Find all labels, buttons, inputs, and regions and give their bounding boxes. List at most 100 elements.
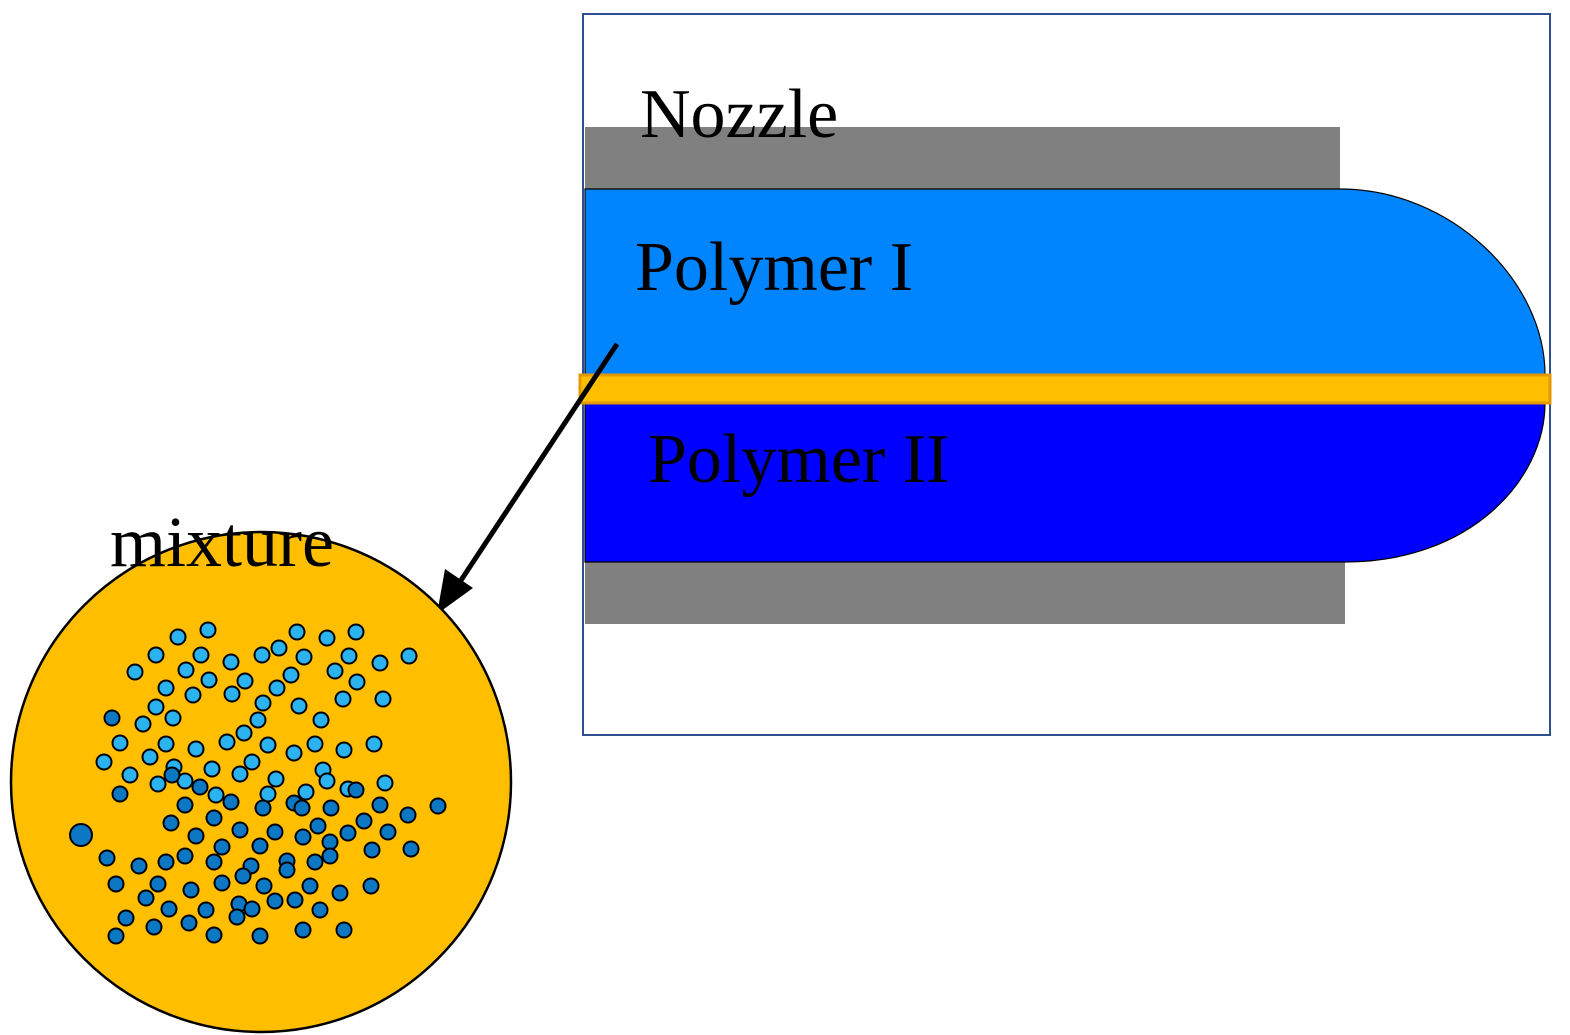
particle-dot [347,623,365,641]
particle-dot [295,648,313,666]
particle-dot [163,766,181,784]
particle-dot [243,753,261,771]
particle-dot [147,646,165,664]
particle-dot [205,853,223,871]
particle-dot [318,629,336,647]
particle-dot [331,884,349,902]
particle-dot [294,828,312,846]
particle-dot [294,921,312,939]
particle-dot [228,908,246,926]
particle-dot [177,661,195,679]
particle-dot [321,847,339,865]
particle-dot [286,891,304,909]
particle-dot [145,918,163,936]
particle-dot [399,806,417,824]
particle-dot [326,662,344,680]
particle-dot [149,875,167,893]
nozzle-bottom-wall [585,562,1345,624]
particle-dot [147,698,165,716]
interface-layer [578,373,1552,405]
particle-dot [429,797,447,815]
particle-dot [322,799,340,817]
particle-dot [180,914,198,932]
particle-dot [231,765,249,783]
particle-dot [236,672,254,690]
particle-dot [348,673,366,691]
particle-dot [160,900,178,918]
particle-dot [379,823,397,841]
mixture-circle [9,530,513,1034]
particle-dot [334,690,352,708]
particle-dot [222,793,240,811]
particle-dot [137,889,155,907]
particle-dot [200,671,218,689]
particle-dot [293,799,311,817]
particle-dot [141,748,159,766]
particle-dot [285,744,303,762]
nozzle-label: Nozzle [640,76,838,153]
particle-dot [176,796,194,814]
particle-dot [268,679,286,697]
particle-dot [251,837,269,855]
particle-dot [192,646,210,664]
particle-dot [157,735,175,753]
particle-dot [234,867,252,885]
particle-dot [318,772,336,790]
mixture-label: mixture [110,502,334,582]
particle-dot [259,736,277,754]
particle-dot [176,847,194,865]
particle-dot [111,785,129,803]
particle-dot [162,814,180,832]
particle-dot [223,685,241,703]
particle-dot [335,741,353,759]
particle-dot [98,849,116,867]
particle-dot [121,766,139,784]
particle-dot [253,646,271,664]
particle-dot [164,709,182,727]
particle-dot [126,663,144,681]
particle-dot [270,639,288,657]
particle-dot [191,778,209,796]
zoom-arrowhead [437,569,473,614]
particle-dot [130,857,148,875]
particle-dot [222,653,240,671]
particle-dot [259,785,277,803]
particle-dot [365,735,383,753]
particle-dot [266,823,284,841]
particle-dot [134,715,152,733]
zoom-arrow [441,342,620,608]
particle-dot [371,796,389,814]
polymer-2-label: Polymer II [648,421,949,498]
particle-dot [111,734,129,752]
particle-dot [297,783,315,801]
particle-dot [290,697,308,715]
particle-dot-large [69,823,93,847]
particle-dot [340,647,358,665]
particle-dot [207,786,225,804]
particle-dot [254,694,272,712]
particle-dot [301,877,319,895]
particle-dot [255,877,273,895]
particle-dot [103,709,121,727]
particle-dot [149,775,167,793]
particle-dot [374,690,392,708]
particle-dot [197,901,215,919]
particle-dot [203,760,221,778]
particle-dot [243,900,261,918]
particle-dot [107,927,125,945]
particle-dot [213,838,231,856]
particle-dot [199,621,217,639]
particle-dot [355,812,373,830]
particle-dot [157,853,175,871]
particle-dot [347,781,365,799]
particle-dot [249,711,267,729]
particle-dot [182,881,200,899]
particle-dot [288,623,306,641]
particle-dot [363,841,381,859]
particle-dot [266,892,284,910]
particle-dot [402,840,420,858]
particle-dot [231,821,249,839]
particle-dot [107,875,125,893]
particle-dot [400,647,418,665]
